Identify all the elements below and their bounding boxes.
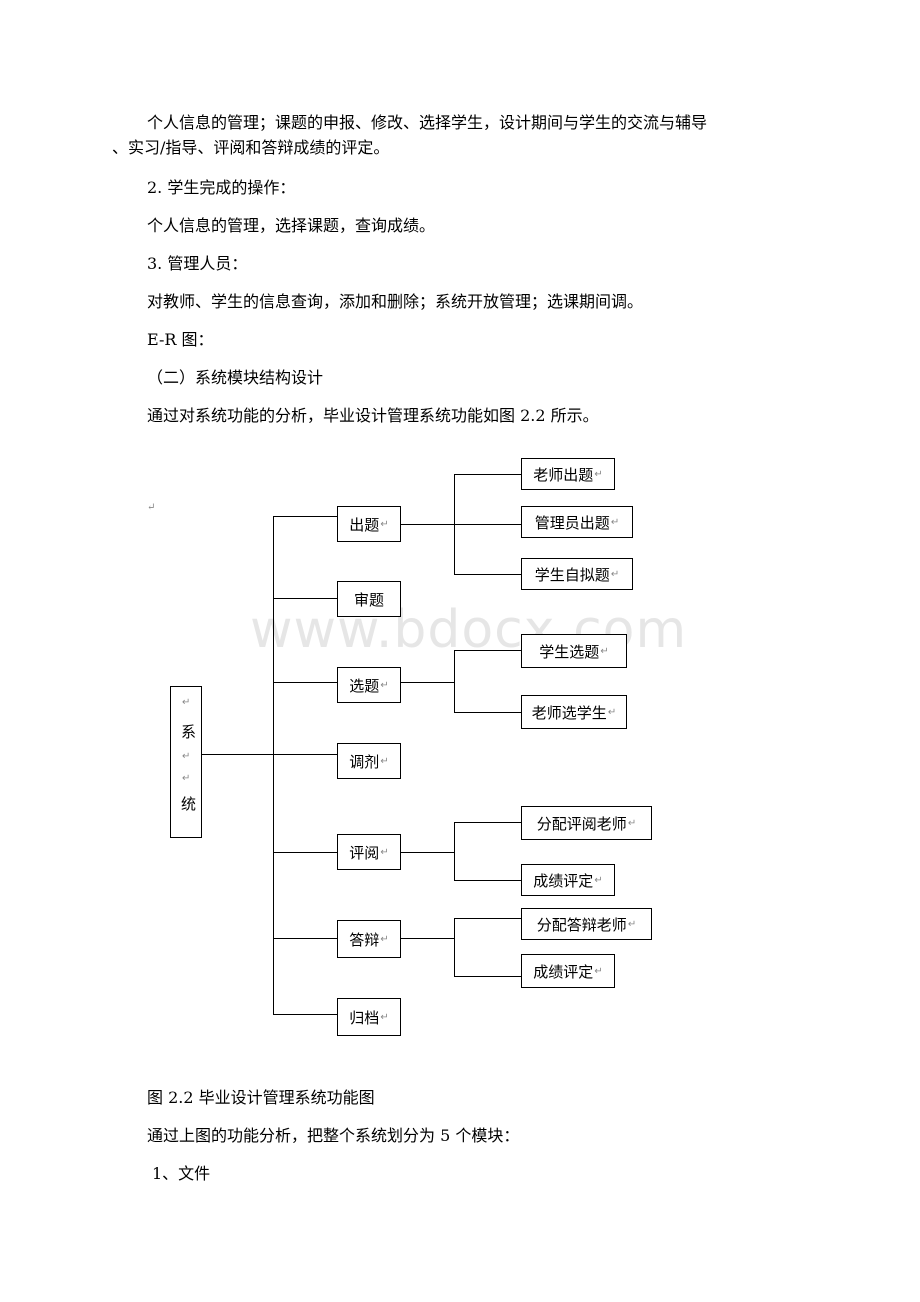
module-box-shenti: 审题 [337, 581, 401, 617]
connector [454, 822, 521, 823]
sub-box-admin-propose: 管理员出题↵ [521, 506, 633, 538]
list-item-file: 1、文件 [152, 1164, 211, 1183]
connector [273, 852, 337, 853]
root-char-2: 统 [181, 795, 197, 813]
module-box-xuanti: 选题↵ [337, 667, 401, 703]
sub-box-student-select: 学生选题↵ [521, 634, 627, 668]
section-heading: （二）系统模块结构设计 [147, 368, 324, 387]
paragraph-admin-ops: 对教师、学生的信息查询，添加和删除；系统开放管理；选课期间调。 [147, 292, 644, 311]
root-box: ↵ 系 ↵ ↵ 统 [170, 686, 202, 838]
connector [273, 682, 337, 683]
connector [401, 852, 455, 853]
sub-box-grading-review: 成绩评定↵ [521, 864, 615, 896]
connector [454, 650, 521, 651]
sub-box-teacher-select: 老师选学生↵ [521, 695, 627, 729]
connector [401, 938, 455, 939]
connector [454, 880, 521, 881]
connector [202, 754, 274, 755]
heading-student-ops: 2. 学生完成的操作： [147, 178, 296, 197]
root-char-1: 系 [181, 723, 197, 741]
sub-box-assign-reviewer: 分配评阅老师↵ [521, 806, 652, 840]
connector [454, 474, 455, 574]
connector [454, 712, 521, 713]
connector [454, 976, 521, 977]
connector [273, 754, 337, 755]
sub-box-assign-defense: 分配答辩老师↵ [521, 908, 652, 940]
heading-er: E-R 图： [147, 330, 214, 349]
module-box-tiaoji: 调剂↵ [337, 743, 401, 779]
connector [401, 524, 521, 525]
module-box-dabian: 答辩↵ [337, 920, 401, 958]
connector [454, 822, 455, 880]
paragraph-mark: ↵ [147, 502, 156, 513]
paragraph-modules: 通过上图的功能分析，把整个系统划分为 5 个模块： [147, 1126, 520, 1145]
paragraph-teacher-ops-line2: 、实习/指导、评阅和答辩成绩的评定。 [112, 138, 390, 157]
heading-admin: 3. 管理人员： [147, 254, 248, 273]
connector [401, 682, 455, 683]
connector [273, 516, 337, 517]
sub-box-teacher-propose: 老师出题↵ [521, 458, 615, 490]
paragraph-teacher-ops-line1: 个人信息的管理；课题的申报、修改、选择学生，设计期间与学生的交流与辅导 [147, 113, 708, 132]
figure-caption: 图 2.2 毕业设计管理系统功能图 [147, 1088, 375, 1107]
connector [454, 918, 521, 919]
paragraph-intro: 通过对系统功能的分析，毕业设计管理系统功能如图 2.2 所示。 [147, 406, 599, 425]
module-box-guidang: 归档↵ [337, 998, 401, 1036]
module-box-pingyue: 评阅↵ [337, 834, 401, 870]
paragraph-student-ops: 个人信息的管理，选择课题，查询成绩。 [147, 216, 436, 235]
connector [454, 650, 455, 712]
connector [454, 918, 455, 976]
connector [454, 574, 521, 575]
sub-box-student-propose: 学生自拟题↵ [521, 558, 633, 590]
connector [273, 1014, 337, 1015]
connector [273, 598, 337, 599]
connector [273, 938, 337, 939]
module-box-chuti: 出题↵ [337, 506, 401, 542]
sub-box-grading-defense: 成绩评定↵ [521, 954, 615, 988]
trunk-line [273, 516, 274, 1015]
connector [454, 474, 521, 475]
